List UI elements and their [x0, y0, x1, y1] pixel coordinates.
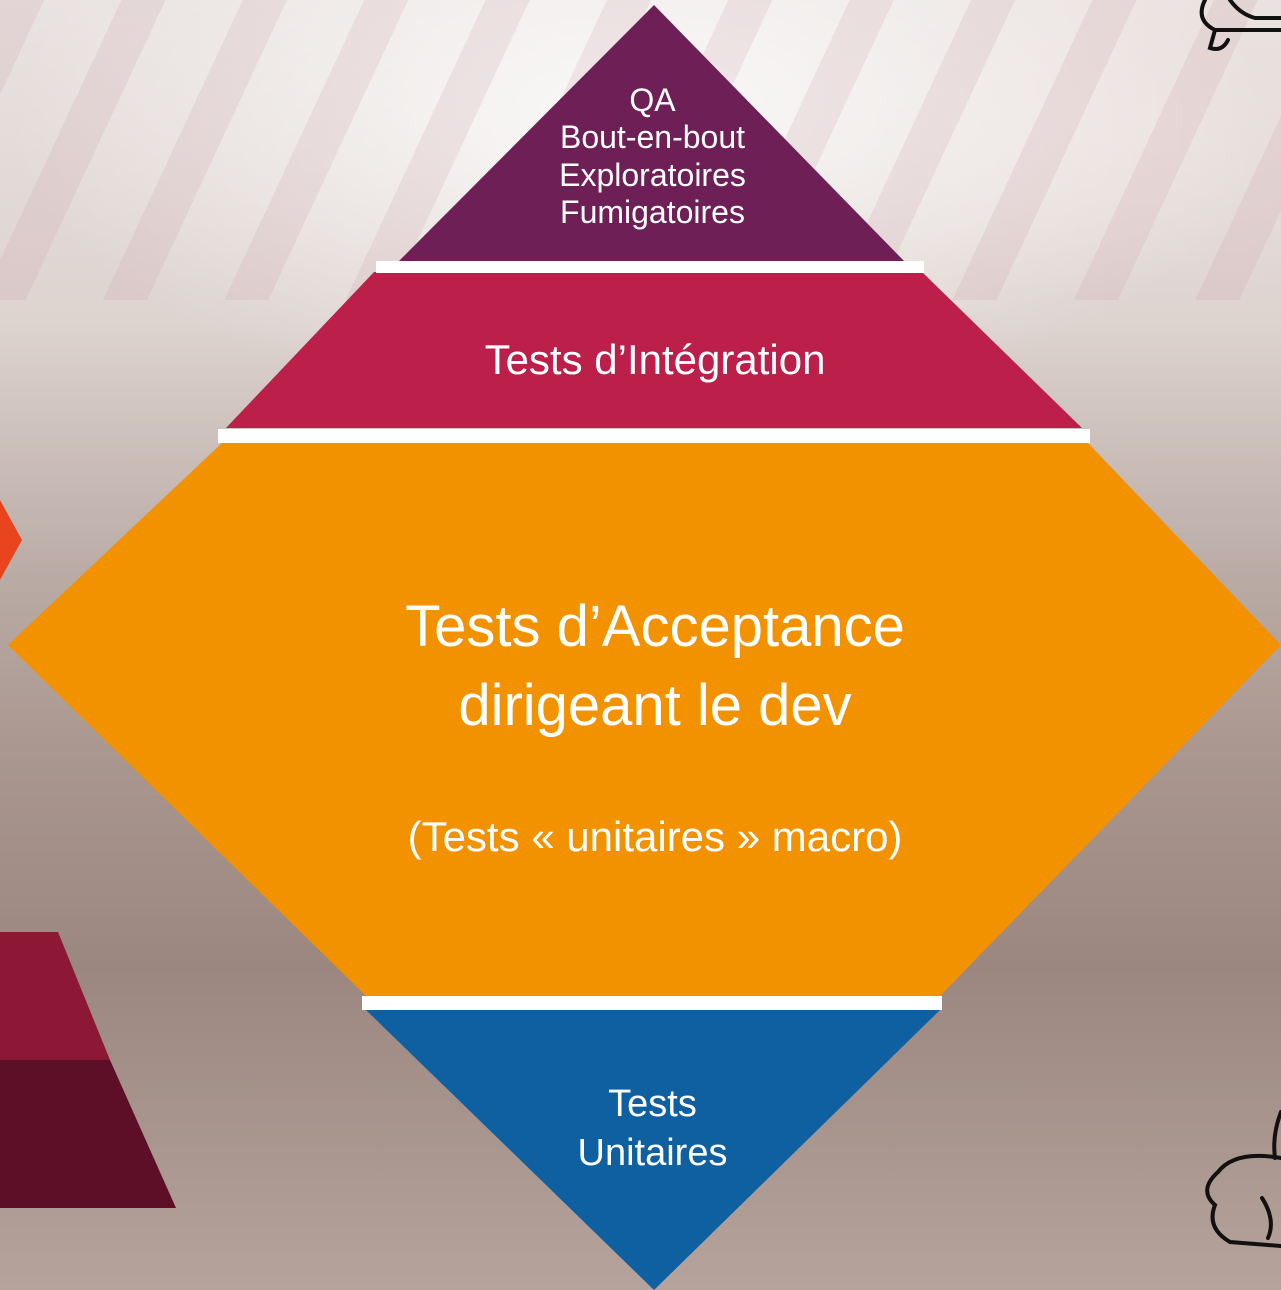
left-pyramid-lower: [0, 1060, 176, 1208]
top-tier-text: QA Bout-en-bout Exploratoires Fumigatoir…: [520, 82, 785, 232]
hare-icon: [1205, 1110, 1281, 1248]
top-tier-line-smoke: Fumigatoires: [560, 194, 745, 231]
acceptance-title-line1: Tests d’Acceptance: [405, 594, 905, 659]
top-tier-shape: [398, 5, 905, 262]
top-tier-line-exploratory: Exploratoires: [559, 156, 746, 193]
acceptance-tier-note: (Tests « unitaires » macro): [407, 813, 903, 860]
left-arrow: [0, 500, 22, 580]
integration-tier-shape: [226, 272, 1082, 428]
acceptance-tier-shape: [8, 443, 1281, 996]
unit-tier-shape: [366, 1010, 940, 1290]
top-tier-line-qa: QA: [629, 82, 676, 118]
top-tier-line-end-to-end: Bout-en-bout: [559, 119, 745, 156]
unit-tier-text: Tests Unitaires: [520, 1080, 785, 1179]
integration-tier-label: Tests d’Intégration: [484, 336, 826, 383]
turtle-icon: [1199, 0, 1281, 51]
separator-2: [218, 429, 1090, 443]
acceptance-title-line2: dirigeant le dev: [458, 672, 852, 738]
unit-tier-line2: Unitaires: [577, 1132, 728, 1175]
left-pyramid-upper: [0, 932, 110, 1060]
unit-tier-line1: Tests: [608, 1083, 697, 1125]
separator-1: [376, 261, 924, 273]
acceptance-tier-title: Tests d’Acceptance dirigeant le dev: [250, 588, 1060, 746]
separator-3: [362, 996, 942, 1010]
